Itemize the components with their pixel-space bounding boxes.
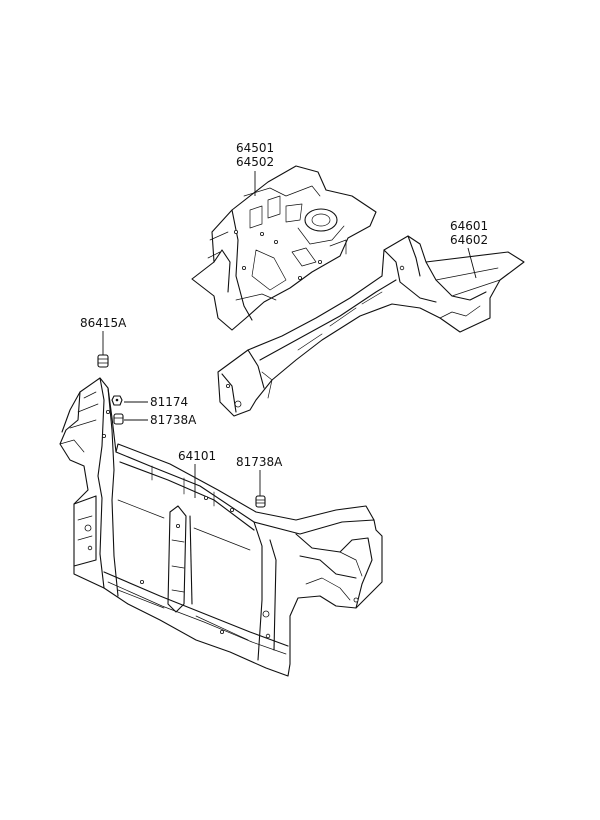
label-64502: 64502 — [236, 155, 274, 169]
label-81174: 81174 — [150, 395, 188, 409]
grommet-86415a — [97, 354, 109, 368]
label-64101: 64101 — [178, 449, 216, 463]
label-81738a-right: 81738A — [236, 455, 283, 469]
fender-apron-part — [191, 165, 377, 331]
label-64602: 64602 — [450, 233, 488, 247]
label-64601: 64601 — [450, 219, 488, 233]
label-86415a: 86415A — [80, 316, 127, 330]
plug-81738a-right — [255, 495, 266, 508]
bolt-81174 — [111, 395, 123, 406]
front-panel-part — [59, 377, 383, 677]
side-member-part — [217, 235, 525, 417]
plug-81738a-left — [113, 413, 124, 425]
label-64501: 64501 — [236, 141, 274, 155]
label-81738a-left: 81738A — [150, 413, 197, 427]
leader-64601 — [467, 247, 477, 279]
